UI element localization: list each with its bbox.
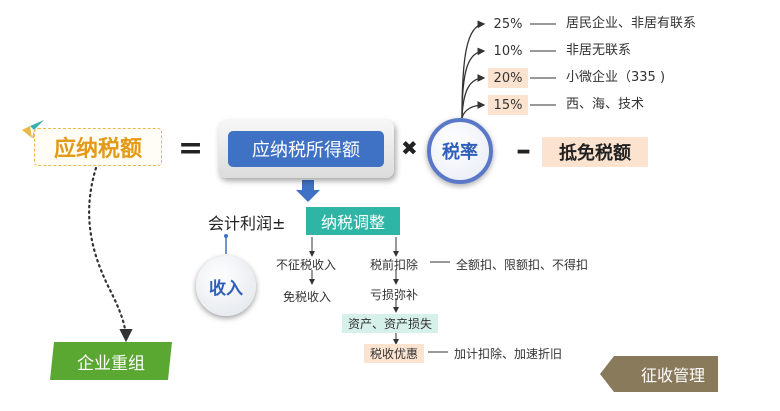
accounting-profit-label: 会计利润± bbox=[208, 214, 286, 233]
collection-banner bbox=[600, 356, 718, 392]
tax-adjustment-box: 纳税调整 bbox=[306, 207, 400, 235]
reorganization-label: 企业重组 bbox=[77, 353, 145, 374]
rate-value: 15% bbox=[488, 95, 528, 115]
reorganization-banner bbox=[50, 342, 172, 380]
equals-sign: = bbox=[178, 131, 204, 166]
tax-credit-box: 抵免税额 bbox=[542, 137, 648, 167]
rate-value: 25% bbox=[493, 16, 523, 32]
non-taxable-income: 不征税收入 bbox=[276, 258, 337, 272]
rate-description: 非居无联系 bbox=[566, 43, 632, 58]
tax-payable-box: 应纳税额 bbox=[34, 128, 162, 166]
exempt-income: 免税收入 bbox=[283, 290, 332, 304]
pre-tax-deduction: 税前扣除 bbox=[370, 258, 419, 272]
tax-incentive-tag: 税收优惠 bbox=[364, 344, 425, 363]
rate-value: 10% bbox=[493, 43, 523, 59]
rate-description: 居民企业、非居有联系 bbox=[566, 16, 697, 31]
rate-description: 小微企业（335 ) bbox=[566, 70, 666, 85]
tax-rate-circle: 税率 bbox=[427, 118, 493, 184]
collection-label: 征收管理 bbox=[640, 366, 705, 385]
rate-description: 西、海、技术 bbox=[566, 97, 645, 112]
multiply-sign: ✖ bbox=[401, 136, 418, 160]
deduction-types: 全额扣、限额扣、不得扣 bbox=[456, 258, 589, 272]
rate-value: 20% bbox=[488, 68, 528, 88]
asset-loss-tag: 资产、资产损失 bbox=[342, 314, 439, 333]
incentive-types: 加计扣除、加速折旧 bbox=[454, 347, 563, 361]
income-circle: 收入 bbox=[196, 256, 256, 316]
taxable-income-box: 应纳税所得额 bbox=[228, 131, 384, 167]
loss-offset: 亏损弥补 bbox=[370, 288, 419, 302]
minus-sign: – bbox=[516, 133, 531, 168]
